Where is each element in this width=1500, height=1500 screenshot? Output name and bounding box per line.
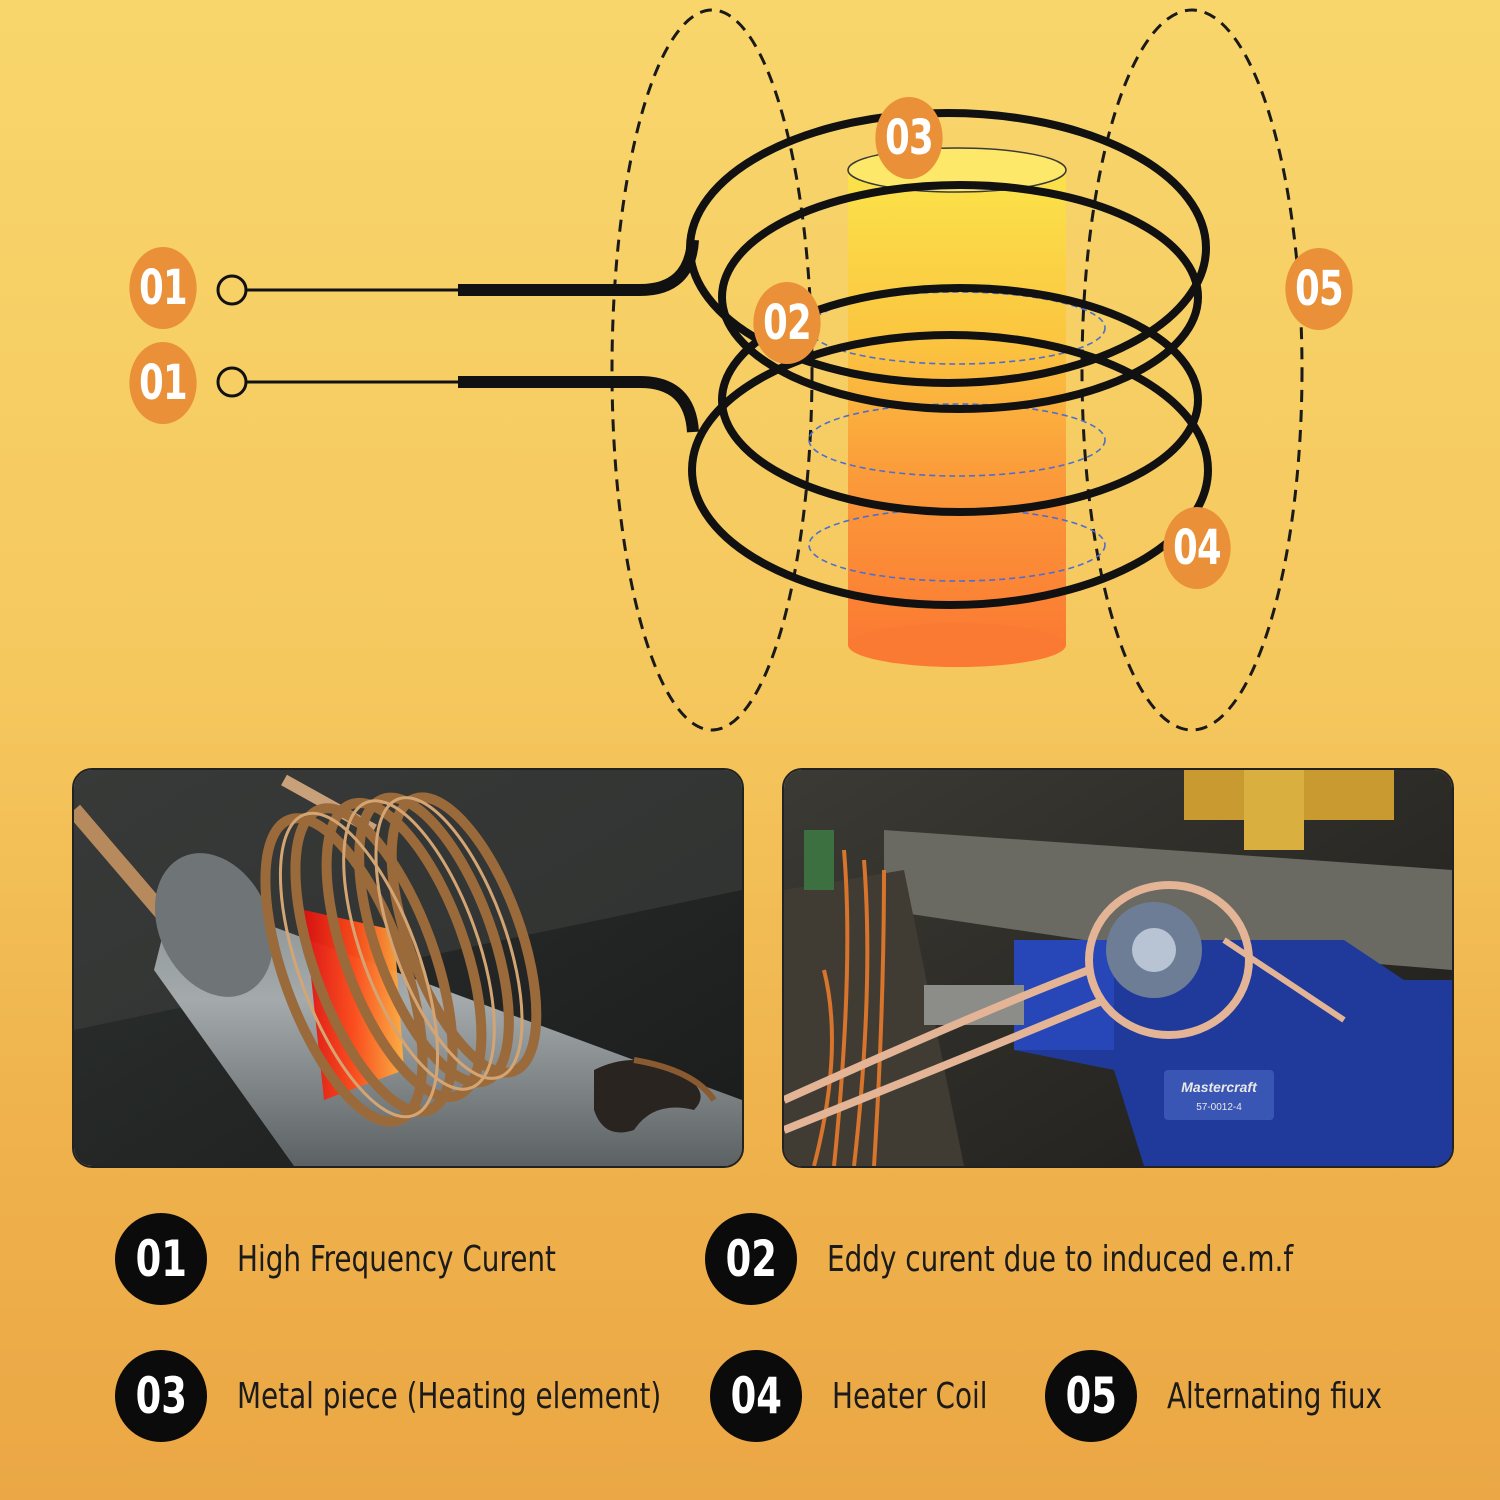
photo-coil-on-pipe <box>72 768 744 1168</box>
eddy-loop-2 <box>808 403 1106 477</box>
marker-01-upper: 01 <box>129 247 197 329</box>
vise-brand-label: Mastercraft <box>1181 1079 1258 1095</box>
marker-03: 03 <box>875 97 943 179</box>
legend-label-01: High Frequency Curent <box>237 1238 556 1280</box>
legend-badge-05: 05 <box>1045 1350 1137 1442</box>
legend-item-04: 04 Heater Coil <box>710 1350 1013 1442</box>
legend-label-04: Heater Coil <box>832 1375 988 1417</box>
marker-04: 04 <box>1163 507 1231 589</box>
photo-vise-coil: Mastercraft 57-0012-4 <box>782 768 1454 1168</box>
legend-label-03: Metal piece (Heating element) <box>237 1375 662 1417</box>
legend-label-05: Alternating fiux <box>1167 1375 1382 1417</box>
flux-loop-left <box>610 8 814 732</box>
legend-badge-03: 03 <box>115 1350 207 1442</box>
legend-badge-01: 01 <box>115 1213 207 1305</box>
legend-badge-04: 04 <box>710 1350 802 1442</box>
vise-coil-image: Mastercraft 57-0012-4 <box>784 770 1452 1166</box>
coil-on-pipe-image <box>74 770 742 1166</box>
legend-item-03: 03 Metal piece (Heating element) <box>115 1350 730 1442</box>
marker-01-lower: 01 <box>129 342 197 424</box>
marker-05: 05 <box>1285 248 1353 330</box>
legend-badge-02: 02 <box>705 1213 797 1305</box>
legend-label-02: Eddy curent due to induced e.m.f <box>827 1238 1294 1280</box>
legend-item-01: 01 High Frequency Curent <box>115 1213 608 1305</box>
induction-heating-diagram <box>216 8 1304 732</box>
flux-loop-right <box>1080 8 1304 732</box>
legend-item-05: 05 Alternating fiux <box>1045 1350 1417 1442</box>
vise-code-label: 57-0012-4 <box>1196 1102 1242 1113</box>
coil-leads <box>216 239 699 433</box>
marker-02: 02 <box>753 282 821 364</box>
legend-item-02: 02 Eddy curent due to induced e.m.f <box>705 1213 1369 1305</box>
